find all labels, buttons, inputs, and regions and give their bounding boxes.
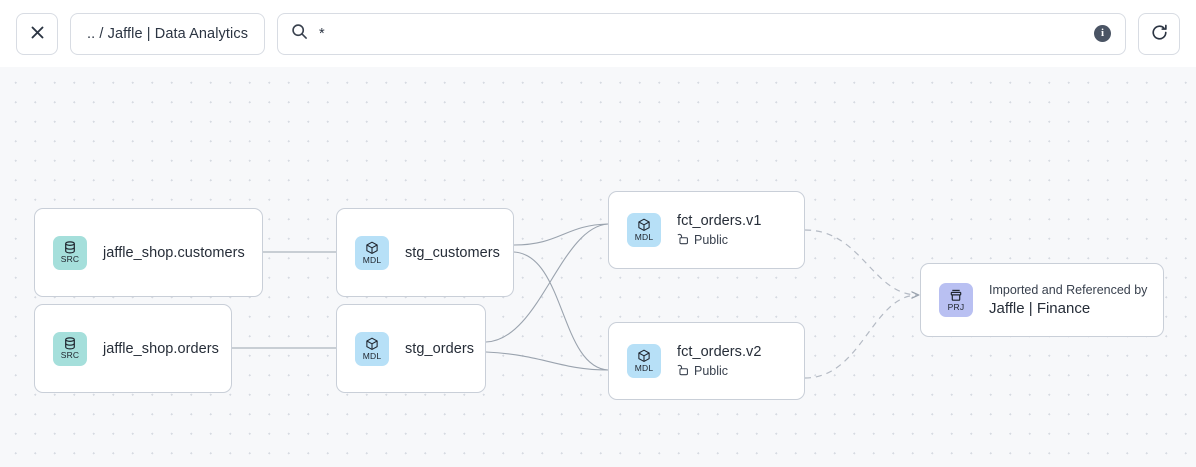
badge-label: MDL	[634, 363, 654, 374]
badge-label: PRJ	[947, 301, 965, 312]
cube-icon	[365, 241, 379, 255]
breadcrumb-button[interactable]: .. / Jaffle | Data Analytics	[70, 12, 266, 55]
mdl-badge: MDL	[355, 331, 389, 366]
unlock-icon	[677, 232, 689, 248]
edge-stgcust-to-v2	[513, 251, 609, 371]
node-access: Public	[677, 232, 761, 248]
info-icon[interactable]: i	[1094, 25, 1111, 42]
node-title: jaffle_shop.customers	[103, 244, 245, 261]
node-text: stg_orders	[405, 341, 474, 357]
node-text: stg_customers	[405, 245, 500, 261]
database-icon	[63, 241, 77, 254]
search-icon	[291, 23, 308, 45]
node-text: fct_orders.v2 Public	[677, 344, 761, 379]
mdl-badge: MDL	[355, 235, 389, 270]
edge-v2-to-project	[804, 295, 918, 379]
badge-label: MDL	[362, 254, 382, 265]
access-label: Public	[694, 363, 729, 378]
cube-icon	[365, 337, 379, 351]
toolbar: .. / Jaffle | Data Analytics i	[0, 0, 1196, 67]
close-icon	[29, 24, 46, 44]
node-stg-customers[interactable]: MDL stg_customers	[336, 208, 514, 297]
badge-label: SRC	[60, 254, 80, 265]
search-input[interactable]	[319, 13, 1083, 54]
edge-stgorders-to-v2	[485, 351, 609, 371]
edge-stgcust-to-v1	[513, 223, 609, 246]
node-text: jaffle_shop.orders	[103, 341, 219, 357]
badge-label: MDL	[362, 350, 382, 361]
cube-icon	[637, 349, 651, 363]
node-title: fct_orders.v1	[677, 212, 762, 229]
src-badge: SRC	[53, 331, 87, 366]
node-title: fct_orders.v2	[677, 343, 762, 360]
node-stg-orders[interactable]: MDL stg_orders	[336, 304, 486, 393]
cube-icon	[637, 218, 651, 232]
edge-v1-to-project	[804, 229, 918, 295]
node-title: stg_orders	[405, 340, 475, 357]
node-title: jaffle_shop.orders	[103, 340, 219, 357]
node-text: fct_orders.v1 Public	[677, 213, 761, 248]
node-title: stg_customers	[405, 244, 500, 261]
node-fct-orders-v1[interactable]: MDL fct_orders.v1 Public	[608, 191, 805, 269]
prj-badge: PRJ	[939, 283, 973, 317]
node-access: Public	[677, 363, 761, 379]
node-text: Imported and Referenced by Jaffle | Fina…	[989, 283, 1147, 317]
mdl-badge: MDL	[627, 344, 661, 378]
close-button[interactable]	[16, 12, 58, 55]
graph-canvas[interactable]: SRC jaffle_shop.customers SRC jaffle_sh	[0, 67, 1196, 467]
node-jaffle-finance-project[interactable]: PRJ Imported and Referenced by Jaffle | …	[920, 263, 1164, 337]
unlock-icon	[677, 363, 689, 379]
mdl-badge: MDL	[627, 213, 661, 247]
node-fct-orders-v2[interactable]: MDL fct_orders.v2 Public	[608, 322, 805, 400]
search-box[interactable]: i	[277, 12, 1126, 55]
refresh-icon	[1150, 23, 1169, 45]
node-text: jaffle_shop.customers	[103, 245, 245, 261]
src-badge: SRC	[53, 235, 87, 270]
node-caption: Imported and Referenced by	[989, 283, 1148, 297]
node-title: Jaffle | Finance	[989, 300, 1091, 317]
badge-label: SRC	[60, 350, 80, 361]
node-jaffle-shop-orders[interactable]: SRC jaffle_shop.orders	[34, 304, 232, 393]
project-box-icon	[949, 289, 963, 302]
access-label: Public	[694, 232, 729, 247]
refresh-button[interactable]	[1138, 12, 1180, 55]
badge-label: MDL	[634, 232, 654, 243]
database-icon	[63, 337, 77, 350]
node-jaffle-shop-customers[interactable]: SRC jaffle_shop.customers	[34, 208, 263, 297]
